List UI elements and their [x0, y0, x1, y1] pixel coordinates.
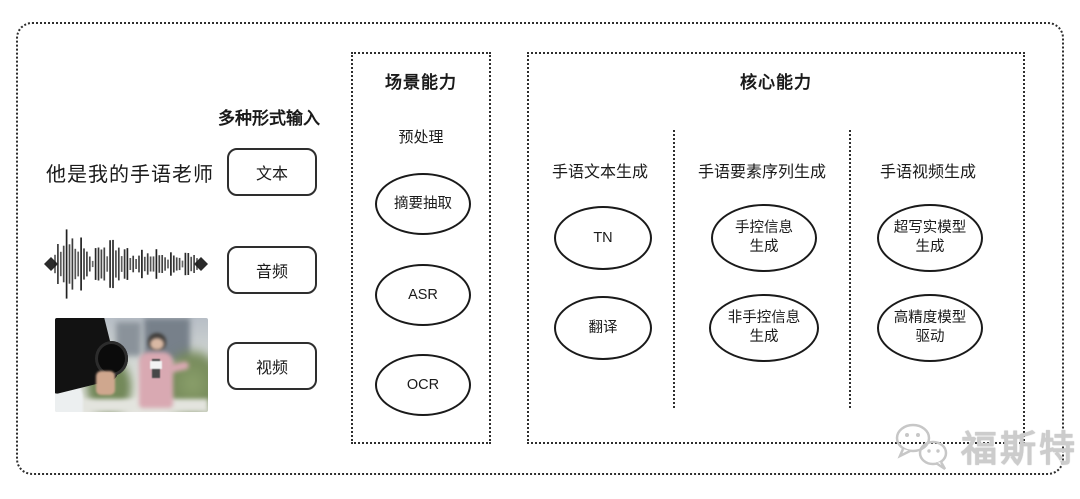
- photo-camera-lens: [94, 340, 129, 377]
- node-manual-info-generation: 手控信息 生成: [711, 204, 817, 272]
- column-divider: [673, 130, 675, 408]
- reporter-photo: [55, 318, 208, 412]
- audio-waveform: [44, 229, 208, 299]
- photo-microphone: [152, 359, 160, 379]
- node-hyperrealistic-model-generation: 超写实模型 生成: [877, 204, 983, 272]
- outer-dotted-border: [16, 22, 1064, 475]
- core-box-title: 核心能力: [740, 73, 812, 92]
- photo-microphone-label: [149, 361, 163, 369]
- node-ocr: OCR: [375, 354, 471, 416]
- node-translation: 翻译: [554, 296, 652, 360]
- input-type-audio-label: 音频: [255, 264, 288, 281]
- input-section-heading: 多种形式输入: [218, 109, 320, 128]
- photo-reporter-face: [149, 337, 164, 350]
- node-high-precision-model-driving: 高精度模型 驱动: [877, 294, 983, 362]
- scene-box-subtitle: 预处理: [398, 129, 444, 146]
- input-type-video: 视频: [227, 342, 317, 390]
- core-capability-box: 核心能力 手语文本生成 TN 翻译 手语要素序列生成 手控信息 生成 非手控信息…: [527, 52, 1025, 444]
- chat-bubbles-icon: [895, 423, 948, 471]
- scene-box-title: 场景能力: [385, 73, 457, 92]
- node-summary-extraction: 摘要抽取: [375, 173, 471, 235]
- input-type-audio: 音频: [227, 246, 317, 294]
- node-tn: TN: [554, 206, 652, 270]
- photo-camera-hand: [96, 370, 115, 396]
- column-header-sign-text-generation: 手语文本生成: [551, 164, 648, 181]
- input-type-text-label: 文本: [255, 166, 288, 183]
- input-type-text: 文本: [227, 148, 317, 196]
- scene-capability-box: 场景能力 预处理 摘要抽取 ASR OCR: [351, 52, 491, 444]
- column-header-sign-element-sequence-generation: 手语要素序列生成: [697, 164, 826, 181]
- input-type-video-label: 视频: [255, 360, 288, 377]
- column-divider: [849, 130, 851, 408]
- watermark: 福斯特: [893, 420, 1078, 472]
- column-header-sign-video-generation: 手语视频生成: [879, 164, 976, 181]
- example-sentence: 他是我的手语老师: [46, 164, 214, 186]
- node-non-manual-info-generation: 非手控信息 生成: [709, 294, 819, 362]
- watermark-text: 福斯特: [961, 428, 1079, 469]
- node-asr: ASR: [375, 264, 471, 326]
